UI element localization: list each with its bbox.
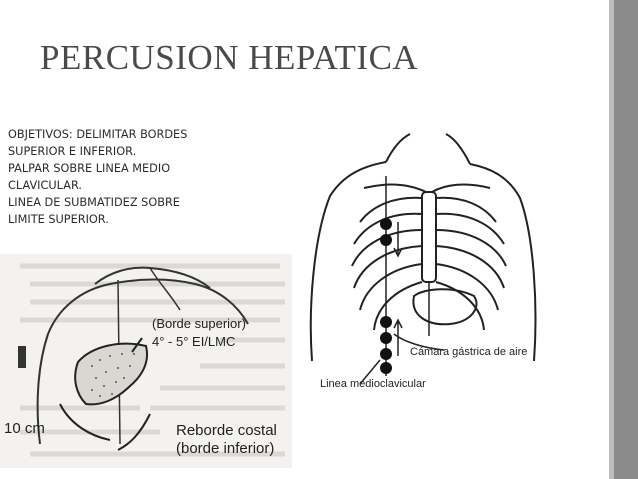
costal-margin-sublabel: (borde inferior) xyxy=(176,440,275,457)
sternum xyxy=(421,191,437,283)
neck-line xyxy=(149,267,181,311)
midclavicular-pointer xyxy=(359,359,381,385)
midclavicular-label: Linea medioclavicular xyxy=(320,378,426,390)
right-accent-bar-inner xyxy=(609,0,614,479)
downward-arrow xyxy=(393,222,403,258)
upper-border-arrow xyxy=(131,337,143,353)
gastric-chamber xyxy=(412,288,478,326)
right-accent-bar xyxy=(614,0,638,479)
upper-border-label: (Borde superior) xyxy=(152,316,246,331)
clavicle-left xyxy=(363,183,427,193)
upward-arrow xyxy=(393,318,403,356)
distance-arrow xyxy=(59,403,111,441)
background-text-texture xyxy=(20,263,285,457)
objectives-line: PALPAR SOBRE LINEA MEDIO xyxy=(8,162,171,175)
gastric-pointer xyxy=(393,333,445,351)
objectives-line: CLAVICULAR. xyxy=(8,179,82,192)
clavicle-right xyxy=(431,183,491,193)
objectives-line: OBJETIVOS: DELIMITAR BORDES xyxy=(8,128,188,141)
distance-label: 10 cm xyxy=(4,420,45,437)
upper-border-sublabel: 4° - 5° EI/LMC xyxy=(152,334,236,349)
ribcage-figure: Cámara gástrica de aire Linea medioclavi… xyxy=(294,126,600,416)
objectives-line: SUPERIOR E INFERIOR. xyxy=(8,145,137,158)
slide-title: PERCUSION HEPATICA xyxy=(40,38,419,77)
objectives-text: OBJETIVOS: DELIMITAR BORDES SUPERIOR E I… xyxy=(8,126,248,228)
ribs xyxy=(351,196,507,331)
percussion-marker xyxy=(18,346,26,368)
gastric-chamber-label: Cámara gástrica de aire xyxy=(410,346,528,358)
costal-margin-label: Reborde costal xyxy=(176,422,277,439)
body-outline-left xyxy=(309,161,387,362)
liver-dots xyxy=(91,353,135,397)
torso-illustration xyxy=(18,263,285,457)
liver-percussion-figure: (Borde superior) 4° - 5° EI/LMC Reborde … xyxy=(0,254,292,468)
percussion-dots xyxy=(380,218,392,374)
ribcage-illustration xyxy=(309,133,537,385)
body-outline-right xyxy=(469,163,537,362)
objectives-line: LINEA DE SUBMATIDEZ SOBRE xyxy=(8,196,180,209)
costal-margin-arrow xyxy=(117,413,151,451)
neck-left xyxy=(385,133,411,163)
neck-right xyxy=(445,133,471,165)
torso-outline xyxy=(36,278,249,445)
liver-shape xyxy=(74,342,148,406)
objectives-line: LIMITE SUPERIOR. xyxy=(8,213,109,226)
